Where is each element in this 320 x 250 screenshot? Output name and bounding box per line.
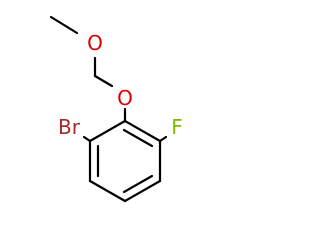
ring-double-bond-inner-2 — [122, 174, 154, 194]
structure-canvas: O O Br F — [49, 15, 183, 203]
ring-bond-c4-c5 — [88, 179, 127, 203]
bond-ring-bromine — [82, 135, 92, 143]
atom-label-oxygen-ether: O — [87, 31, 103, 55]
ring-bond-c6-c1 — [88, 119, 127, 143]
atom-label-fluorine: F — [171, 115, 183, 139]
molecule-structure: O O Br F — [49, 15, 183, 203]
atom-label-oxygen-aryl: O — [117, 86, 133, 110]
bond-ring-fluorine — [158, 135, 168, 143]
ring-bond-c3-c4 — [123, 179, 162, 203]
ring-bond-c1-c2 — [123, 119, 162, 143]
bond-methyl-oxygen — [49, 15, 79, 35]
atom-label-bromine: Br — [58, 115, 81, 139]
ring-double-bond-inner-1 — [122, 128, 154, 148]
bond-methylene-oxygen — [93, 74, 114, 88]
